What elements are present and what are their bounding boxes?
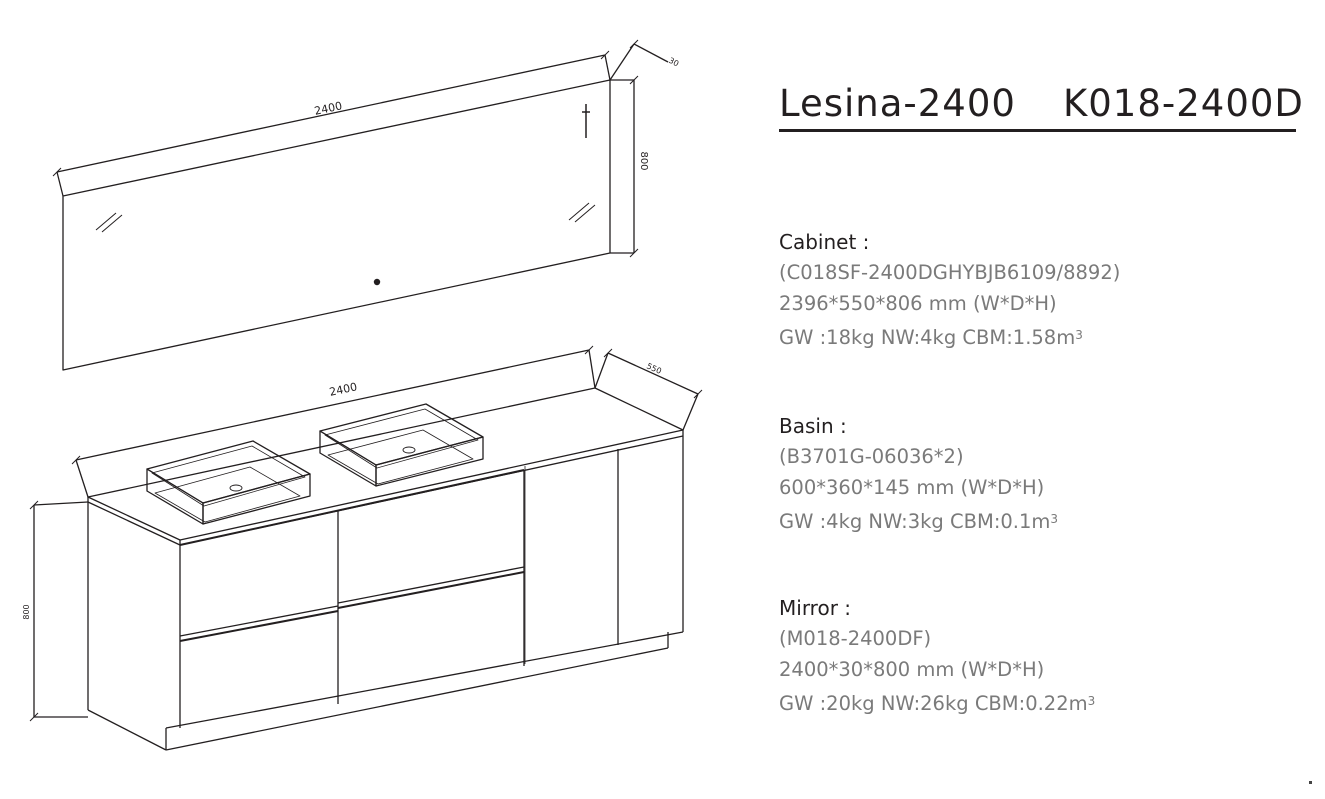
basin-dimensions: 600*360*145 mm (W*D*H)	[779, 476, 1045, 499]
touch-sensor-dot	[373, 278, 381, 286]
product-title: Lesina-2400 K018-2400D	[779, 82, 1303, 132]
mirror-outline	[62, 79, 611, 371]
cabinet-dimension-lines	[29, 345, 703, 722]
mirror-depth-label: 30	[667, 56, 680, 69]
mirror-dimensions: 2400*30*800 mm (W*D*H)	[779, 658, 1045, 681]
countertop	[87, 387, 684, 541]
basin-weights: GW :4kg NW:3kg CBM:0.1m	[779, 509, 1051, 533]
cabinet-weights: GW :18kg NW:4kg CBM:1.58m	[779, 325, 1076, 349]
product-code: K018-2400D	[1063, 82, 1304, 125]
basin-left	[146, 440, 311, 525]
cabinet-drawing	[87, 387, 684, 751]
mirror-height-label: 800	[638, 151, 649, 170]
cabinet-dimensions: 2396*550*806 mm (W*D*H)	[779, 292, 1057, 315]
cabinet-weights-row: GW :18kg NW:4kg CBM:1.58m3	[779, 321, 1299, 355]
basin-cbm-exponent: 3	[1050, 511, 1059, 526]
mirror-weights-row: GW :20kg NW:26kg CBM:0.22m3	[779, 687, 1299, 721]
basin-model: (B3701G-06036*2)	[779, 445, 964, 468]
basin-spec: Basin : (B3701G-06036*2) 600*360*145 mm …	[779, 413, 1299, 538]
basin-weights-row: GW :4kg NW:3kg CBM:0.1m3	[779, 505, 1299, 539]
cabinet-width-label: 2400	[328, 380, 358, 399]
mirror-cbm-exponent: 3	[1087, 693, 1096, 708]
technical-drawing: 2400 30 800 2400 550 800	[22, 39, 703, 751]
cabinet-spec: Cabinet : (C018SF-2400DGHYBJB6109/8892) …	[779, 229, 1299, 354]
mirror-model: (M018-2400DF)	[779, 627, 932, 650]
cabinet-height-label: 800	[22, 604, 31, 619]
mirror-width-label: 2400	[313, 99, 343, 118]
mirror-spec: Mirror : (M018-2400DF) 2400*30*800 mm (W…	[779, 595, 1299, 720]
cabinet-cbm-exponent: 3	[1075, 327, 1083, 342]
basin-right	[319, 403, 484, 487]
mirror-drawing	[52, 39, 669, 371]
mirror-weights: GW :20kg NW:26kg CBM:0.22m	[779, 691, 1088, 715]
cabinet-spec-heading: Cabinet :	[779, 230, 870, 254]
cabinet-model: (C018SF-2400DGHYBJB6109/8892)	[779, 261, 1121, 284]
mirror-spec-heading: Mirror :	[779, 596, 852, 620]
corner-dot	[1309, 781, 1312, 784]
product-name: Lesina-2400	[779, 82, 1016, 125]
basin-spec-heading: Basin :	[779, 414, 847, 438]
